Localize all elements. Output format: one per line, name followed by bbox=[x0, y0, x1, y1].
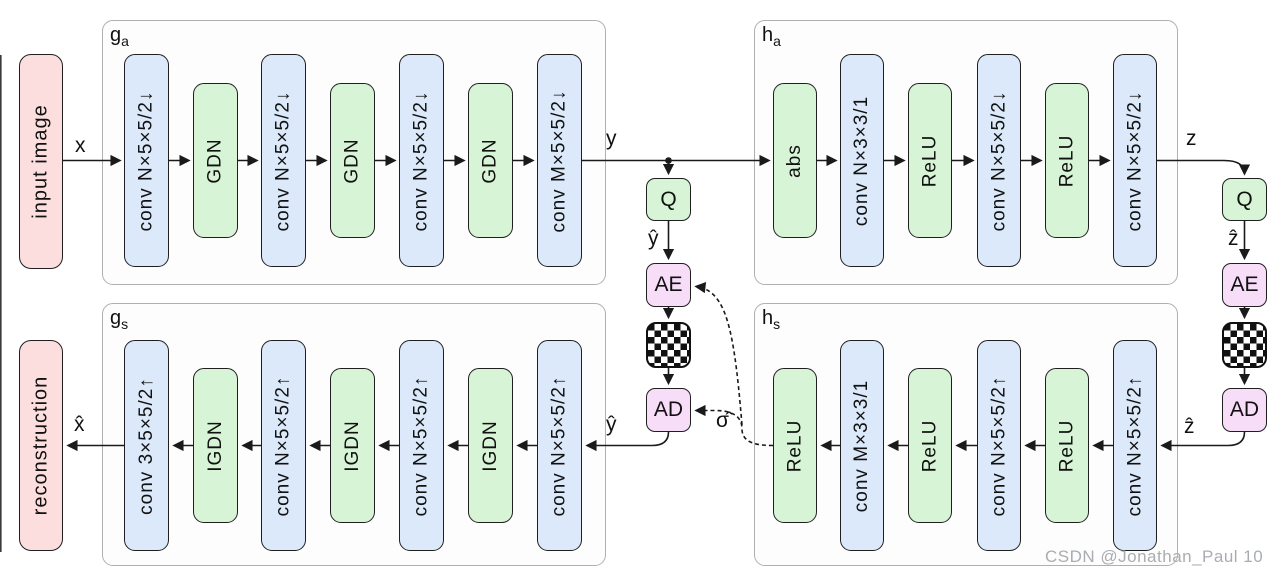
sigma-hat-to-ae-dashed-path bbox=[694, 282, 743, 426]
signal-label-z-hat: ẑ bbox=[1228, 227, 1239, 250]
arithmetic-encoder-node: AE bbox=[646, 263, 691, 307]
igdn-block: IGDN bbox=[468, 368, 513, 523]
quantizer-node: Q bbox=[1222, 178, 1267, 221]
arithmetic-decoder-node: AD bbox=[1222, 388, 1267, 432]
arithmetic-decoder-node: AD bbox=[646, 388, 691, 432]
conv-layer-block: conv N×5×5/2↓ bbox=[399, 54, 444, 267]
conv-layer-block: conv N×5×5/2↑ bbox=[1113, 340, 1157, 551]
gdn-block: GDN bbox=[193, 83, 238, 238]
relu-block: ReLU bbox=[908, 368, 952, 523]
signal-label-x: x bbox=[75, 134, 86, 157]
conv-layer-block: conv N×5×5/2↓ bbox=[124, 54, 169, 267]
relu-block: ReLU bbox=[908, 83, 952, 238]
conv-layer-block: conv N×5×5/2↓ bbox=[261, 54, 306, 267]
signal-label-sigma-hat: σ̂ bbox=[716, 409, 729, 432]
signal-label-y: y bbox=[606, 127, 617, 150]
igdn-block: IGDN bbox=[193, 368, 238, 523]
igdn-block: IGDN bbox=[330, 368, 375, 523]
gdn-block: GDN bbox=[330, 83, 375, 238]
panel-hs-hyper-synthesis bbox=[754, 303, 1178, 566]
reconstruction-box: reconstruction bbox=[19, 340, 63, 551]
signal-label-y-hat: ŷ bbox=[648, 227, 659, 250]
watermark-text: CSDN @Jonathan_Paul 10 bbox=[1045, 547, 1264, 566]
abs-block: abs bbox=[773, 83, 817, 238]
y-branch-junction-dot bbox=[665, 157, 672, 164]
relu-block: ReLU bbox=[773, 368, 817, 523]
conv-layer-block: conv N×5×5/2↑ bbox=[261, 340, 306, 551]
relu-block: ReLU bbox=[1045, 83, 1089, 238]
signal-label-z: z bbox=[1186, 127, 1197, 150]
conv-layer-block: conv N×5×5/2↓ bbox=[1113, 54, 1157, 267]
signal-label-z-hat-decoded: ẑ bbox=[1184, 415, 1195, 438]
conv-layer-block: conv N×3×3/1 bbox=[840, 54, 884, 267]
panel-label-ha: ha bbox=[762, 24, 781, 49]
conv-layer-block: conv N×5×5/2↑ bbox=[537, 340, 582, 551]
conv-layer-block: conv 3×5×5/2↑ bbox=[124, 340, 169, 551]
input-image-box: input image bbox=[19, 54, 63, 269]
quantizer-node: Q bbox=[646, 178, 691, 221]
bitstream-icon bbox=[1222, 322, 1267, 368]
conv-layer-block: conv N×5×5/2↑ bbox=[977, 340, 1021, 551]
arithmetic-encoder-node: AE bbox=[1222, 263, 1267, 307]
panel-ha-hyper-analysis bbox=[754, 20, 1178, 285]
conv-layer-block: conv N×5×5/2↓ bbox=[977, 54, 1021, 267]
panel-label-hs: hs bbox=[762, 307, 781, 332]
relu-block: ReLU bbox=[1045, 368, 1089, 523]
signal-label-x-hat: x̂ bbox=[74, 413, 85, 436]
conv-layer-block: conv N×5×5/2↑ bbox=[399, 340, 444, 551]
bitstream-icon bbox=[646, 322, 691, 368]
conv-layer-block: conv M×5×5/2↓ bbox=[537, 54, 582, 267]
signal-label-y-hat-decoded: ŷ bbox=[606, 413, 617, 436]
panel-label-gs: gs bbox=[110, 307, 129, 332]
gdn-block: GDN bbox=[468, 83, 513, 238]
conv-layer-block: conv M×3×3/1 bbox=[840, 340, 884, 551]
panel-label-ga: ga bbox=[110, 24, 129, 49]
